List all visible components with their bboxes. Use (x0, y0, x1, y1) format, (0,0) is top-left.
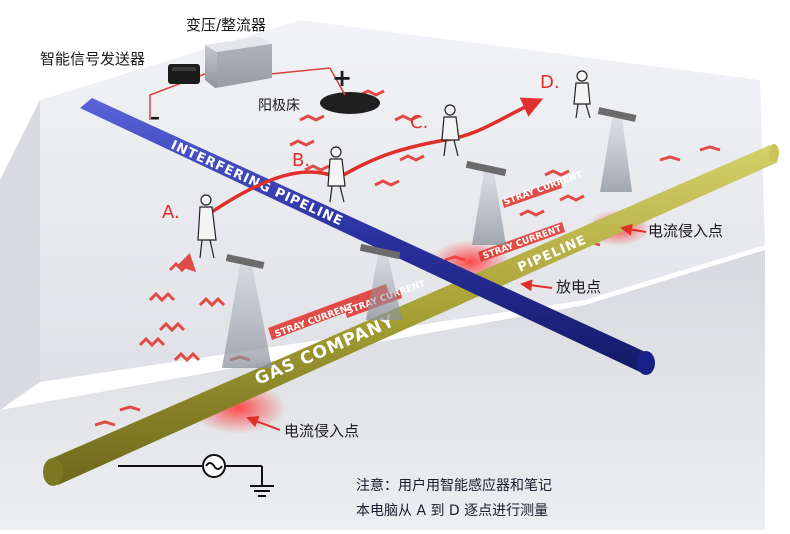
current-entry-label-right: 电流侵入点 (648, 222, 723, 240)
transformer-rectifier (205, 37, 272, 88)
gas-company-pipeline (43, 144, 779, 486)
measurement-note: 注意：用户用智能感应器和笔记 本电脑从 A 到 D 逐点进行测量 (356, 474, 686, 524)
measurement-path (198, 97, 544, 222)
transformer-rectifier-label: 变压/整流器 (186, 16, 266, 34)
surveyor-person-icon (441, 104, 460, 157)
point-d-label: D. (540, 72, 560, 93)
ac-source-icon (118, 454, 263, 486)
minus-sign: – (150, 105, 160, 129)
surveyor-person-icon (327, 146, 346, 203)
interfering-pipeline (80, 98, 655, 375)
point-c-label: C. (410, 112, 428, 133)
discharge-pointer (520, 279, 553, 292)
signal-transmitter-label: 智能信号发送器 (40, 50, 145, 68)
surveyor-person-icon (197, 194, 217, 259)
signal-transmitter (168, 64, 200, 84)
anode-bed-label: 阳极床 (258, 98, 300, 114)
entry-pointer-right (620, 223, 647, 236)
test-post-2 (359, 243, 402, 320)
test-post-3 (465, 160, 507, 245)
point-b-label: B. (292, 150, 310, 171)
current-entry-label-left: 电流侵入点 (284, 422, 359, 440)
surveyor-person-icon (573, 70, 591, 119)
anode-bed (320, 92, 380, 114)
ground-icon (250, 485, 274, 497)
test-post-4 (597, 107, 637, 192)
point-a-label: A. (162, 202, 180, 223)
note-line-2: 本电脑从 A 到 D 逐点进行测量 (356, 503, 549, 519)
ground-top-surface (40, 20, 765, 382)
note-line-1: 注意：用户用智能感应器和笔记 (356, 478, 552, 494)
test-post-1 (222, 254, 272, 368)
plus-sign: + (332, 64, 352, 92)
discharge-point-label: 放电点 (556, 278, 601, 296)
positive-wire (259, 67, 346, 96)
entry-pointer-left (246, 415, 281, 431)
ground-left-face (0, 100, 40, 410)
